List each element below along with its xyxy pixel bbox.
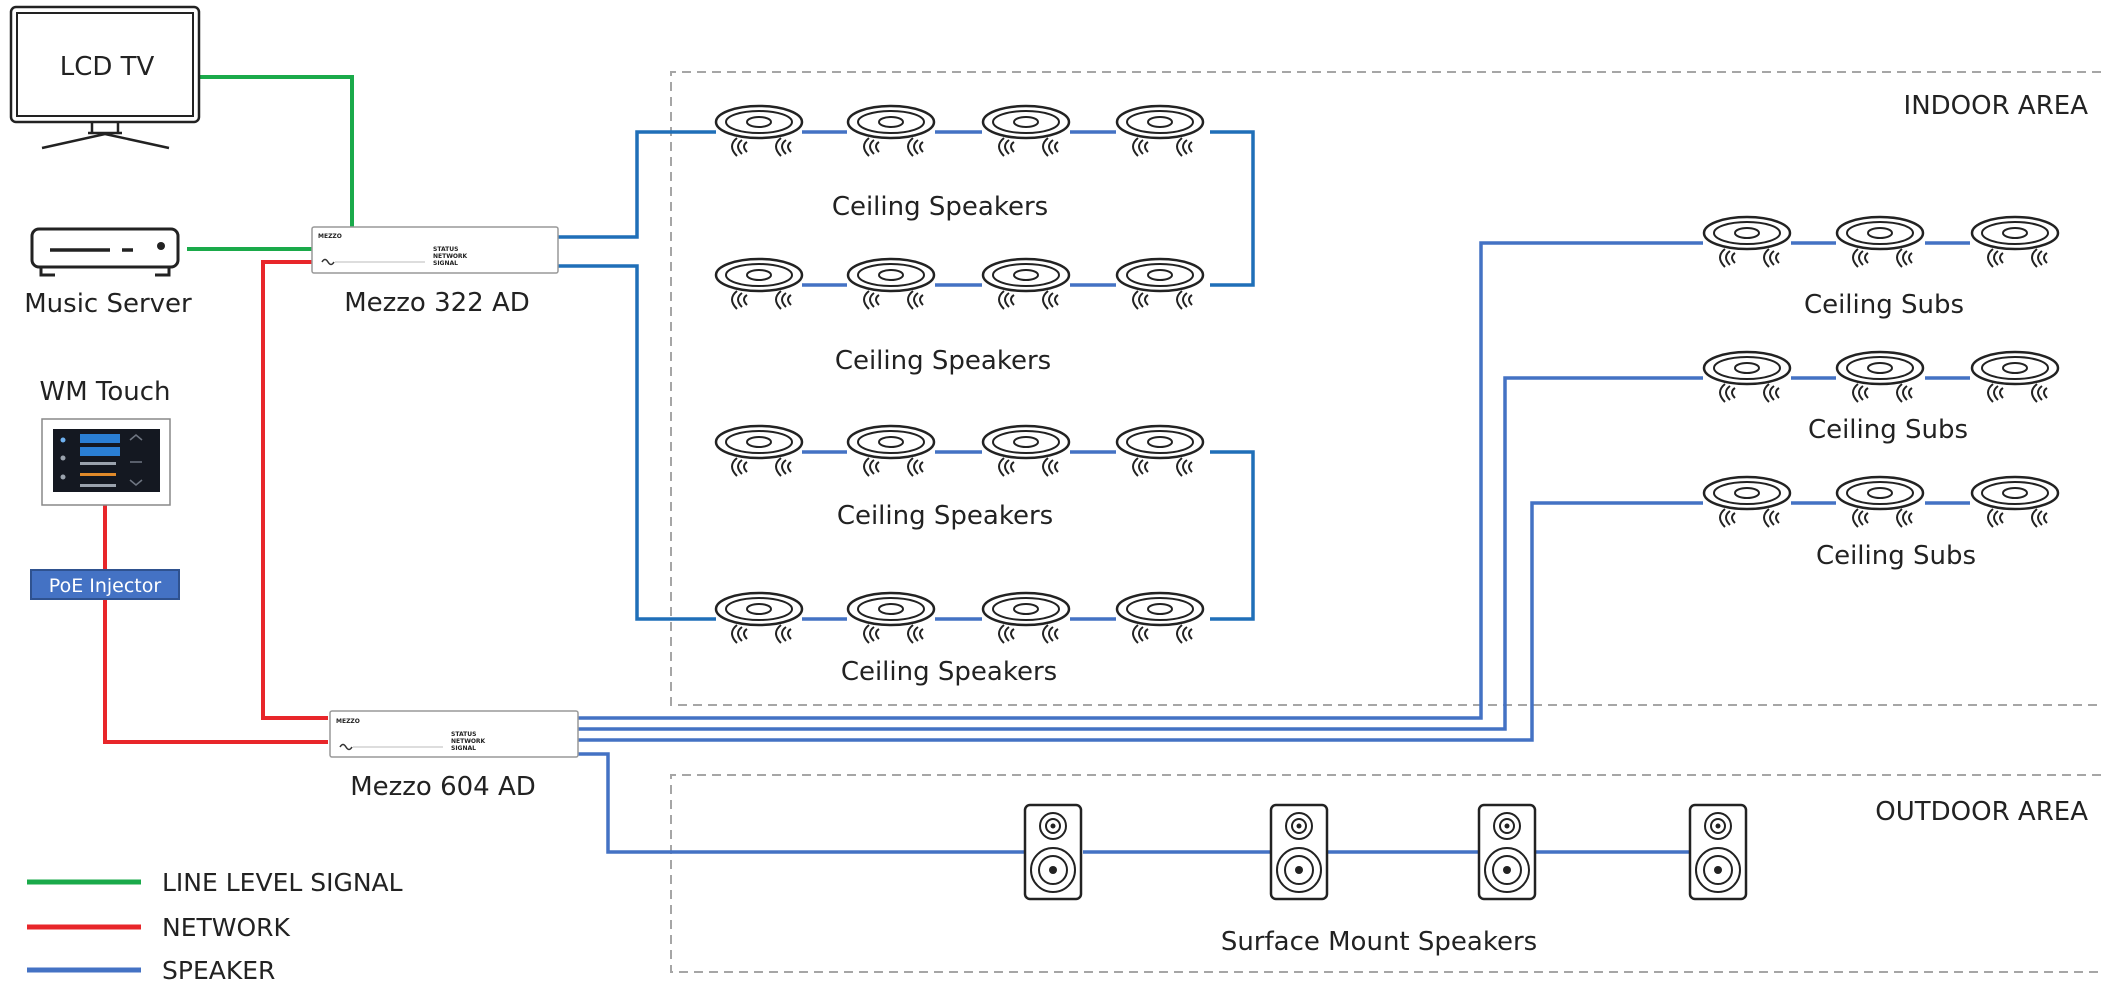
line-level-wires <box>187 75 354 251</box>
speaker-wires-322 <box>558 130 1255 621</box>
ceiling-speaker-icon <box>714 591 804 645</box>
ceiling-speaker-group-2: Ceiling Speakers <box>714 257 1205 376</box>
legend-label-speaker: SPEAKER <box>162 956 275 983</box>
wm-touch-label: WM Touch <box>39 377 170 407</box>
surface-speaker-icon <box>1477 803 1537 901</box>
poe-injector-label: PoE Injector <box>49 575 162 597</box>
indoor-area-label: INDOOR AREA <box>1904 91 2089 121</box>
music-server-label: Music Server <box>24 289 192 319</box>
ceiling-speaker-icon <box>846 591 936 645</box>
ceiling-speakers-label-1: Ceiling Speakers <box>832 192 1048 222</box>
ceiling-speaker-group-1: Ceiling Speakers <box>714 104 1205 222</box>
ceiling-speaker-icon <box>981 257 1071 311</box>
speaker-wires-604 <box>578 241 1970 854</box>
ceiling-speakers-label-2: Ceiling Speakers <box>835 346 1051 376</box>
ceiling-speakers-label-4: Ceiling Speakers <box>841 657 1057 687</box>
ceiling-speaker-icon <box>714 424 804 478</box>
amp-604-indicator-signal: SIGNAL <box>451 745 476 752</box>
ceiling-speaker-icon <box>714 104 804 158</box>
ceiling-speaker-icon <box>981 104 1071 158</box>
mezzo-604-amplifier: MEZZO STATUS NETWORK SIGNAL Mezzo 604 AD <box>329 710 579 802</box>
ceiling-speaker-icon <box>1115 257 1205 311</box>
ceiling-speaker-group-3: Ceiling Speakers <box>714 424 1205 531</box>
ceiling-speaker-icon <box>714 257 804 311</box>
mezzo-322-amplifier: MEZZO STATUS NETWORK SIGNAL Mezzo 322 AD <box>311 226 559 318</box>
surface-speaker-icon <box>1269 803 1329 901</box>
ceiling-subs-label-1: Ceiling Subs <box>1804 290 1964 320</box>
ceiling-speaker-icon <box>1115 424 1205 478</box>
music-server: Music Server <box>24 227 192 319</box>
lcd-tv-label: LCD TV <box>60 52 155 82</box>
ceiling-sub-icon <box>1835 215 1925 269</box>
ceiling-speaker-group-4: Ceiling Speakers <box>714 591 1205 687</box>
ceiling-speaker-icon <box>981 591 1071 645</box>
ceiling-sub-icon <box>1835 475 1925 529</box>
indoor-area-boundary <box>670 71 2101 706</box>
mezzo-604-label: Mezzo 604 AD <box>350 772 536 802</box>
ceiling-speaker-icon <box>1115 104 1205 158</box>
ceiling-speaker-icon <box>1115 591 1205 645</box>
ceiling-sub-icon <box>1702 350 1792 404</box>
surface-speaker-icon <box>1023 803 1083 901</box>
lcd-tv: LCD TV <box>9 5 201 150</box>
ceiling-sub-icon <box>1702 475 1792 529</box>
legend-label-network: NETWORK <box>162 913 291 942</box>
amp-322-indicator-network: NETWORK <box>433 253 468 260</box>
amp-604-brand: MEZZO <box>336 718 360 725</box>
ceiling-sub-icon <box>1970 475 2060 529</box>
surface-speaker-icon <box>1688 803 1748 901</box>
ceiling-subs-group-1: Ceiling Subs <box>1702 215 2060 320</box>
ceiling-speaker-icon <box>981 424 1071 478</box>
poe-injector: PoE Injector <box>30 569 180 600</box>
ceiling-speaker-icon <box>846 424 936 478</box>
ceiling-speaker-icon <box>846 257 936 311</box>
outdoor-area-label: OUTDOOR AREA <box>1875 797 2088 827</box>
legend: LINE LEVEL SIGNAL NETWORK SPEAKER <box>27 868 403 983</box>
ceiling-sub-icon <box>1970 350 2060 404</box>
amp-322-brand: MEZZO <box>318 233 342 240</box>
surface-mount-speaker-group: Surface Mount Speakers <box>1023 803 1748 957</box>
amp-604-indicator-network: NETWORK <box>451 738 486 745</box>
mezzo-322-label: Mezzo 322 AD <box>344 288 530 318</box>
wm-touch-panel: WM Touch <box>39 377 171 506</box>
ceiling-subs-label-3: Ceiling Subs <box>1816 541 1976 571</box>
amp-322-indicator-status: STATUS <box>433 246 458 253</box>
outdoor-area-boundary <box>670 774 2101 973</box>
ceiling-speakers-label-3: Ceiling Speakers <box>837 501 1053 531</box>
legend-label-line-level: LINE LEVEL SIGNAL <box>162 868 403 897</box>
ceiling-subs-group-2: Ceiling Subs <box>1702 350 2060 445</box>
ceiling-sub-icon <box>1835 350 1925 404</box>
surface-mount-label: Surface Mount Speakers <box>1221 927 1537 957</box>
amp-604-indicator-status: STATUS <box>451 731 476 738</box>
ceiling-speaker-icon <box>846 104 936 158</box>
amp-322-indicator-signal: SIGNAL <box>433 260 458 267</box>
ceiling-sub-icon <box>1702 215 1792 269</box>
ceiling-speaker-links <box>802 130 1116 621</box>
ceiling-sub-icon <box>1970 215 2060 269</box>
ceiling-subs-label-2: Ceiling Subs <box>1808 415 1968 445</box>
ceiling-subs-group-3: Ceiling Subs <box>1702 475 2060 571</box>
